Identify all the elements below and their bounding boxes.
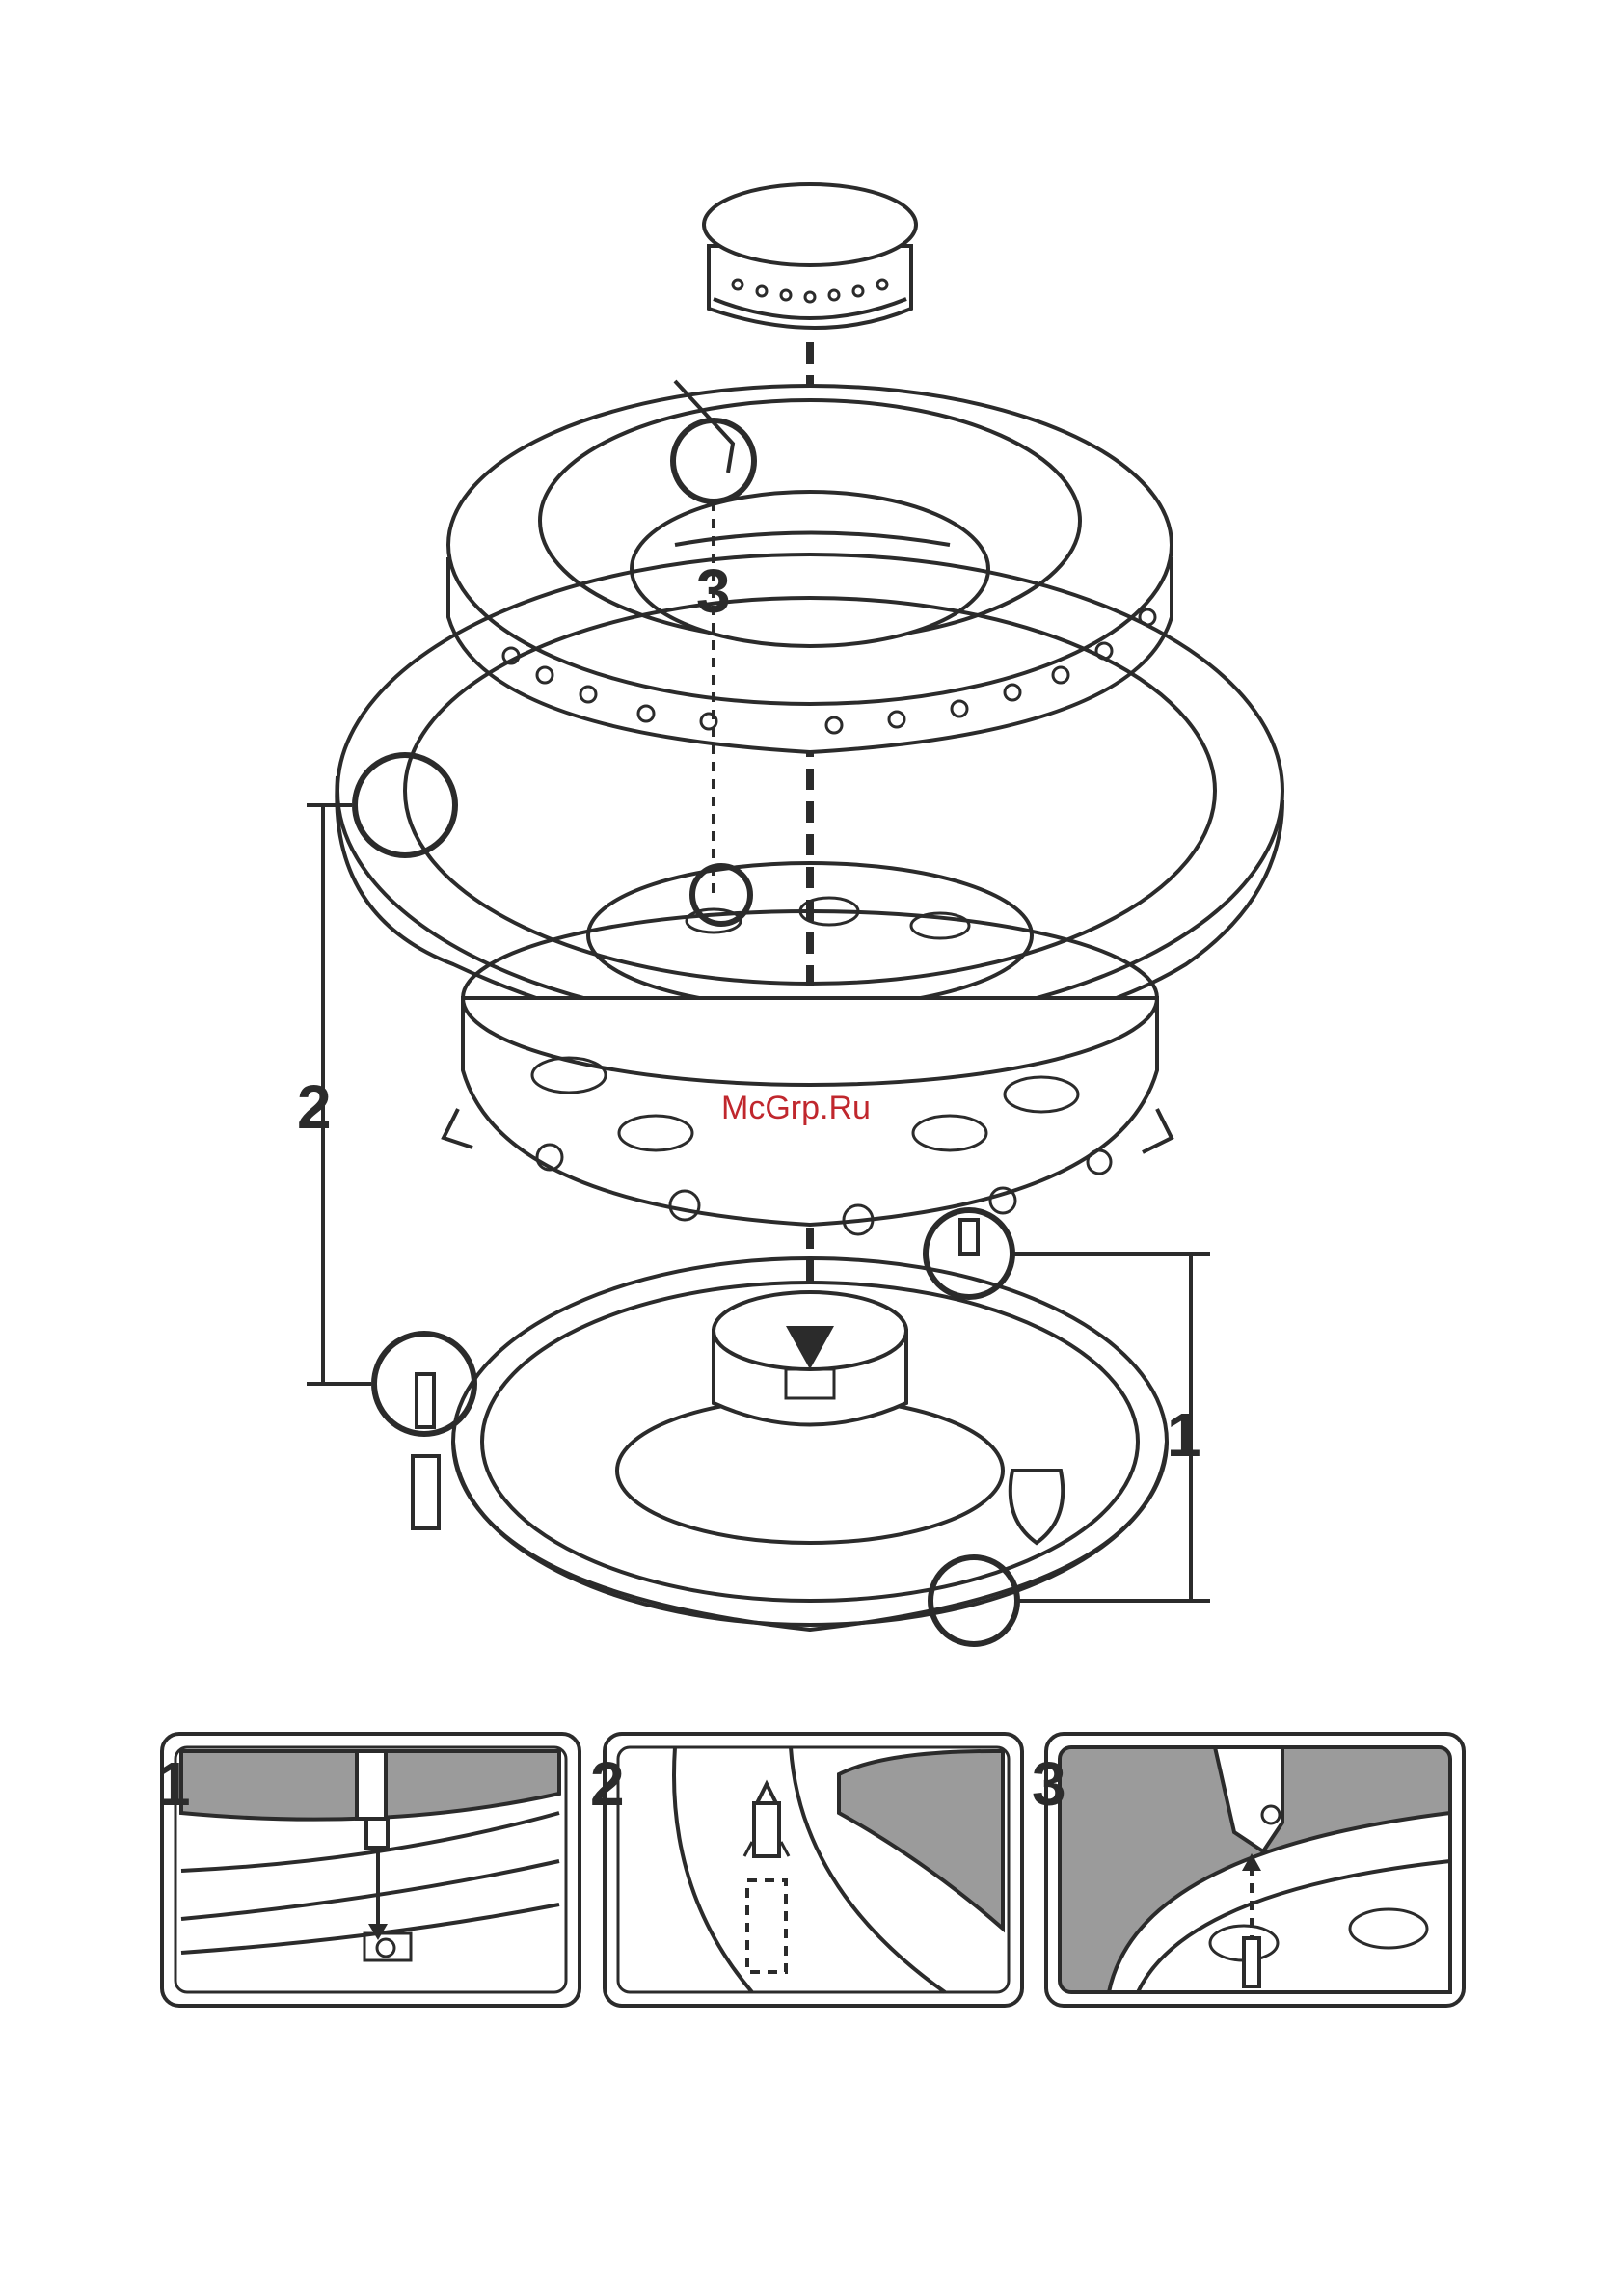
detail-panel-2 [605, 1734, 1022, 2006]
detail-panel-3 [1046, 1734, 1464, 2006]
burner-base-bowl [453, 1258, 1167, 1630]
callout-2-label: 2 [297, 1072, 332, 1142]
burner-cap [704, 184, 916, 328]
detail-panel-2-number: 2 [590, 1749, 625, 1819]
burner-crown [444, 911, 1172, 1234]
locating-pin-icon [417, 1374, 434, 1427]
callout-1-label: 1 [1167, 1400, 1201, 1470]
callout-3-label: 3 [696, 556, 731, 626]
detail-panel-1 [162, 1734, 580, 2006]
detail-panel-1-number: 1 [156, 1749, 191, 1819]
watermark-text: McGrp.Ru [721, 1090, 871, 1126]
flame-spreader-ring [448, 381, 1172, 752]
detail-panel-3-number: 3 [1032, 1749, 1066, 1819]
